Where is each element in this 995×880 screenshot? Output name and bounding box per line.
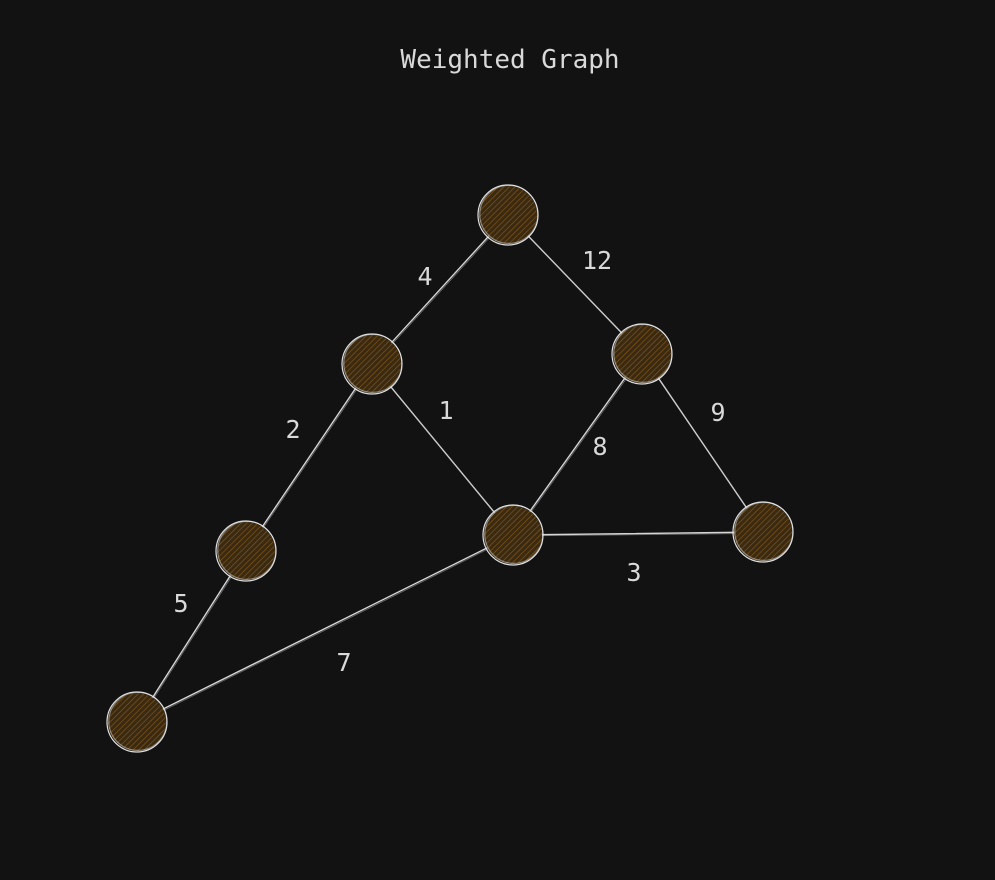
edge-weight-label: 9 [710,398,725,427]
edge-weight-label: 1 [438,396,453,425]
edge-n-center-n-bottom-left [136,534,515,724]
edge-weight-label: 12 [582,246,612,275]
edge-weight-label: 4 [417,262,432,291]
edge-n-top-n-right-mid [507,214,644,356]
graph-node-center [482,504,544,566]
edge-n-top-n-left-mid [371,214,510,366]
edge-weight-label: 7 [336,648,351,677]
edges-layer [136,214,765,724]
graph-node-right-mid [611,323,673,385]
edge-weight-label: 8 [592,432,607,461]
edge-n-center-n-right [512,531,764,537]
graph-node-bottom-left [106,691,168,753]
graph-node-left-mid [341,333,403,395]
edge-n-right-mid-n-center [512,353,644,537]
edge-n-right-mid-n-right [641,353,765,534]
graph-node-left-low [215,520,277,582]
edge-n-left-mid-n-center [371,363,515,537]
graph-node-top [477,184,539,246]
nodes-layer [106,184,794,753]
edge-weights-layer: 4 12 2 1 8 9 3 5 7 [173,246,725,677]
edge-n-left-low-n-bottom-left [136,550,248,724]
edge-weight-label: 2 [285,415,300,444]
edge-weight-label: 5 [173,589,188,618]
edge-weight-label: 3 [626,558,641,587]
graph-node-right [732,501,794,563]
diagram-title: Weighted Graph [400,45,619,75]
edge-n-left-mid-n-left-low [245,363,374,553]
